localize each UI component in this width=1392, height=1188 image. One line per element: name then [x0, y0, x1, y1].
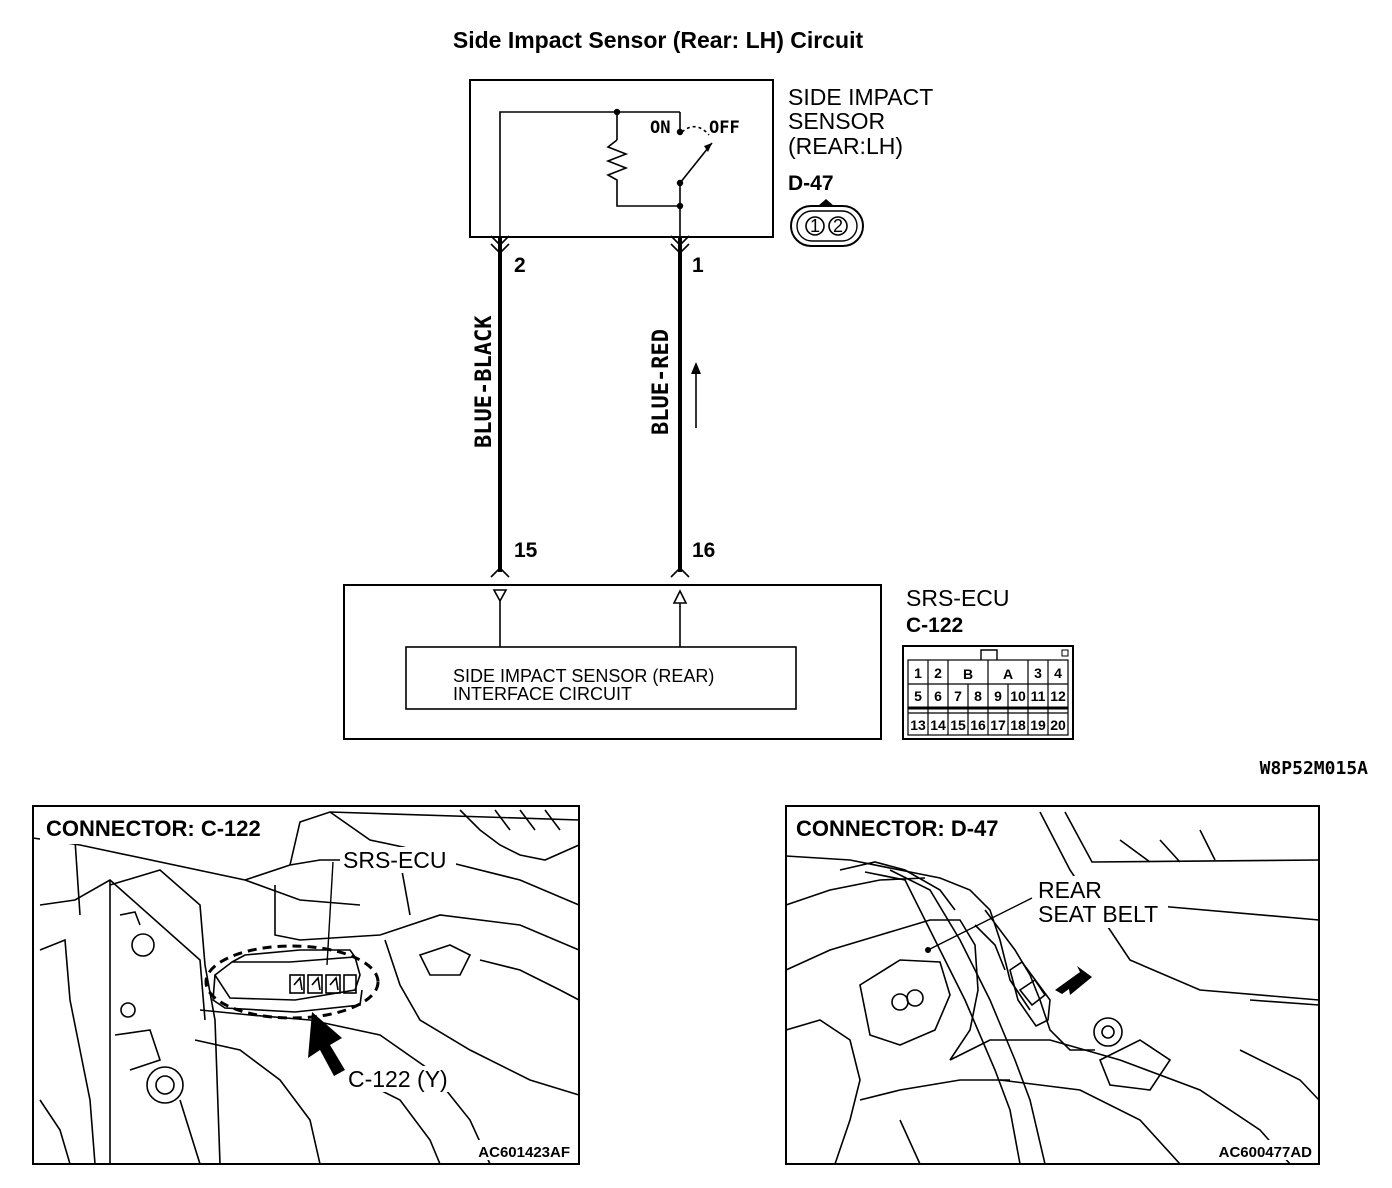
sensor-name-line3: (REAR:LH): [788, 133, 903, 159]
panel-c122: CONNECTOR: C-122 SRS-ECU C-122 (Y) AC601…: [32, 805, 580, 1165]
sensor-connector-id: D-47: [788, 172, 834, 195]
c122-r3-c5: 17: [990, 717, 1006, 733]
c122-r1-c3: B: [963, 666, 973, 682]
wire-color-left: BLUE-BLACK: [472, 315, 497, 448]
interface-line1: SIDE IMPACT SENSOR (REAR): [453, 666, 714, 686]
sensor-box: [469, 79, 774, 238]
sensor-pin-2: 2: [514, 254, 526, 277]
c122-r1-c2: 2: [934, 665, 942, 681]
wire-color-right: BLUE-RED: [649, 329, 674, 435]
ecu-leader-line: [326, 861, 334, 966]
ecu-name: SRS-ECU: [906, 585, 1010, 611]
panel-left-ecu-label: SRS-ECU: [343, 847, 447, 873]
sensor-pin-1: 1: [692, 254, 704, 277]
d47-pin-1: 1: [810, 216, 820, 236]
panel-right-label-line2: SEAT BELT: [1038, 901, 1158, 927]
c122-r2-c7: 11: [1031, 688, 1046, 704]
c122-r2-c1: 5: [914, 688, 922, 704]
current-direction-arrow-icon: [691, 362, 701, 428]
ecu-connector-id: C-122: [906, 614, 963, 637]
c122-r1-c6: 4: [1054, 665, 1062, 681]
panel-d47: CONNECTOR: D-47 REAR SEAT BELT AC600477A…: [785, 805, 1320, 1165]
c122-r3-c3: 15: [950, 717, 966, 733]
d47-vehicle-illustration: [785, 811, 1320, 1165]
ecu-pin-15: 15: [514, 539, 538, 562]
c122-connector-icon: 1 2 B A 3 4 5 6 7 8 9 10 11 12 13 14 15 …: [902, 645, 1074, 740]
panel-right-code: AC600477AD: [1219, 1144, 1313, 1161]
panel-left-code: AC601423AF: [478, 1144, 570, 1161]
d47-pointer-arrow-icon: [1055, 966, 1092, 995]
c122-r2-c5: 9: [994, 688, 1002, 704]
interface-line2: INTERFACE CIRCUIT: [453, 684, 632, 704]
ecu-highlight-outline: [204, 944, 380, 1020]
c122-r2-c8: 12: [1050, 688, 1066, 704]
c122-r3-c7: 19: [1030, 717, 1046, 733]
c122-r1-c4: A: [1003, 666, 1013, 682]
page-title: Side Impact Sensor (Rear: LH) Circuit: [453, 27, 864, 53]
d47-connector-icon: 1 2: [790, 199, 864, 247]
c122-r2-c4: 8: [974, 688, 982, 704]
sensor-name-line2: SENSOR: [788, 108, 885, 134]
c122-r1-c5: 3: [1034, 665, 1042, 681]
ecu-pin-16: 16: [692, 539, 715, 562]
switch-off-label: OFF: [709, 118, 740, 138]
d47-pin-2: 2: [833, 216, 843, 236]
sensor-internal-wiring: [499, 111, 713, 237]
panel-left-connector-label: C-122 (Y): [348, 1066, 448, 1092]
c122-r2-c2: 6: [934, 688, 942, 704]
seat-belt-leader-line: [927, 897, 1033, 951]
sensor-nodes: [613, 108, 712, 210]
c122-pointer-arrow-icon: [308, 1012, 345, 1076]
c122-r1-c1: 1: [914, 665, 922, 681]
c122-r3-c8: 20: [1050, 717, 1066, 733]
c122-r3-c1: 13: [910, 717, 926, 733]
panel-right-label-line1: REAR: [1038, 877, 1102, 903]
panel-right-caption: CONNECTOR: D-47: [796, 816, 999, 841]
interface-circuit-box: [405, 646, 797, 710]
c122-r2-c6: 10: [1010, 688, 1026, 704]
panel-left-caption: CONNECTOR: C-122: [46, 816, 261, 841]
switch-on-label: ON: [650, 118, 670, 138]
c122-r3-c6: 18: [1010, 717, 1026, 733]
sensor-name-line1: SIDE IMPACT: [788, 84, 933, 110]
ecu-box: [343, 584, 882, 740]
c122-r3-c4: 16: [970, 717, 986, 733]
c122-r3-c2: 14: [930, 717, 946, 733]
c122-r2-c3: 7: [954, 688, 962, 704]
ecu-internal-wiring: [492, 589, 688, 647]
c122-vehicle-illustration: [32, 809, 580, 1165]
figure-code: W8P52M015A: [1260, 758, 1369, 779]
harness-wires: [490, 235, 690, 578]
